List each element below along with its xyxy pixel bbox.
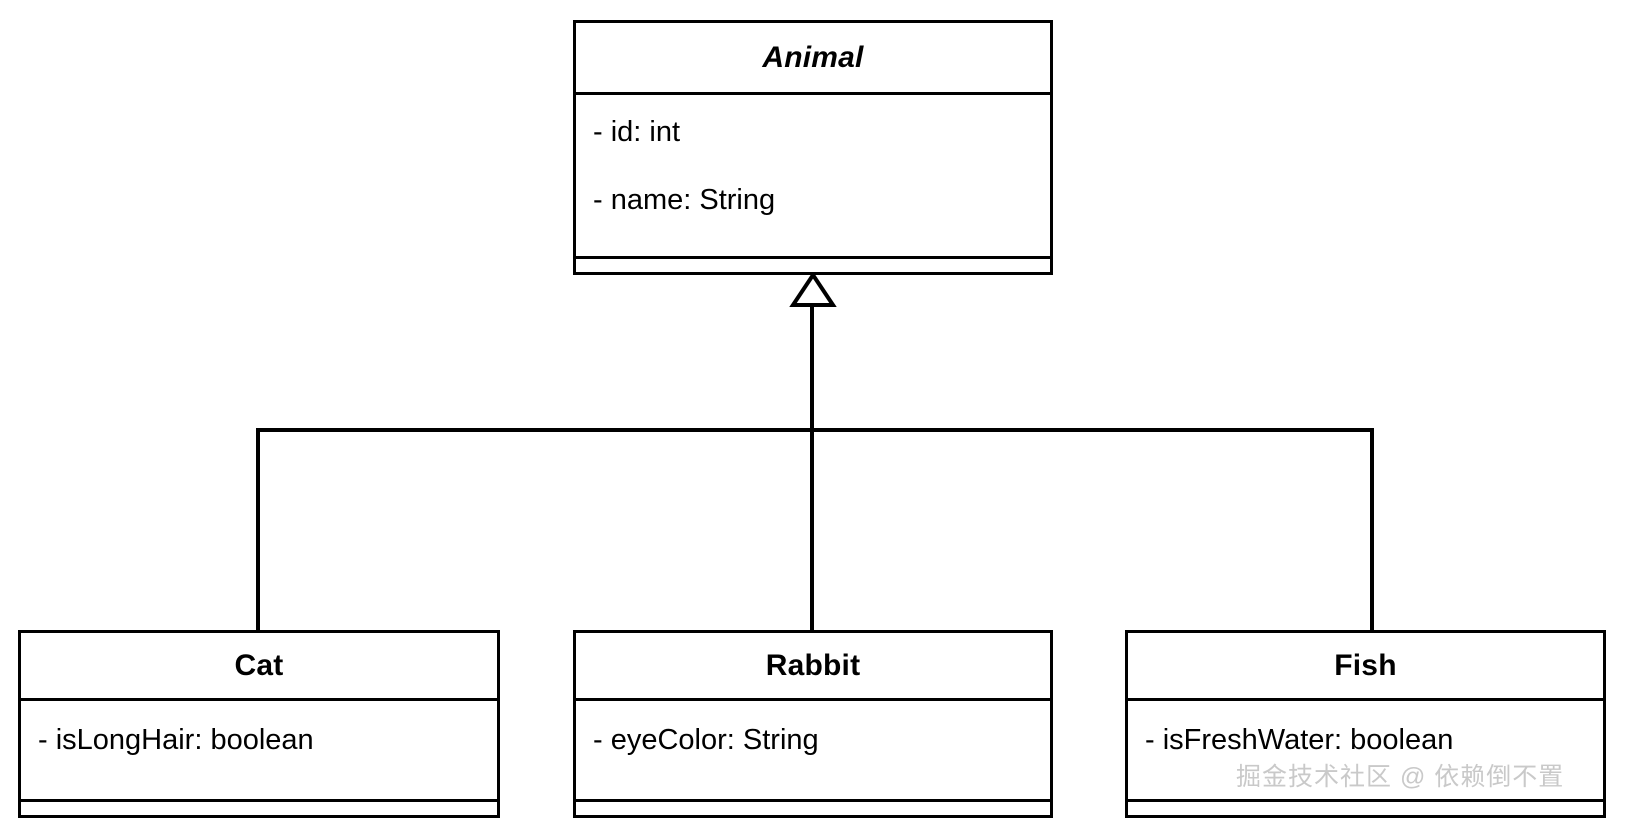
uml-class-rabbit[interactable]: Rabbit - eyeColor: String bbox=[573, 630, 1053, 818]
uml-methods-compartment-cat bbox=[21, 802, 497, 815]
generalization-branch-line-rabbit bbox=[810, 428, 814, 632]
uml-attribute: - id: int bbox=[593, 116, 681, 148]
uml-class-fish[interactable]: Fish - isFreshWater: boolean bbox=[1125, 630, 1606, 818]
uml-methods-compartment-rabbit bbox=[576, 802, 1050, 815]
uml-methods-compartment-fish bbox=[1128, 802, 1603, 815]
uml-class-name-cat: Cat bbox=[21, 633, 497, 701]
uml-attributes-compartment-animal: - id: int - name: String bbox=[576, 95, 1050, 259]
uml-methods-compartment-animal bbox=[576, 259, 1050, 272]
uml-attributes-compartment-fish: - isFreshWater: boolean bbox=[1128, 701, 1603, 802]
generalization-rail-line bbox=[256, 428, 1374, 432]
uml-attribute: - name: String bbox=[593, 184, 776, 217]
inheritance-triangle-icon bbox=[789, 272, 837, 307]
uml-attribute: - isLongHair: boolean bbox=[38, 724, 314, 756]
uml-class-name-fish: Fish bbox=[1128, 633, 1603, 701]
uml-attributes-compartment-rabbit: - eyeColor: String bbox=[576, 701, 1050, 802]
uml-class-name-animal: Animal bbox=[576, 23, 1050, 95]
uml-attribute: - eyeColor: String bbox=[593, 724, 819, 756]
uml-attributes-compartment-cat: - isLongHair: boolean bbox=[21, 701, 497, 802]
uml-class-name-rabbit: Rabbit bbox=[576, 633, 1050, 701]
uml-attribute: - isFreshWater: boolean bbox=[1145, 724, 1454, 756]
generalization-branch-line-cat bbox=[256, 428, 260, 632]
generalization-branch-line-fish bbox=[1370, 428, 1374, 632]
uml-class-animal[interactable]: Animal - id: int - name: String bbox=[573, 20, 1053, 275]
generalization-stem-line bbox=[810, 303, 814, 433]
uml-class-cat[interactable]: Cat - isLongHair: boolean bbox=[18, 630, 500, 818]
